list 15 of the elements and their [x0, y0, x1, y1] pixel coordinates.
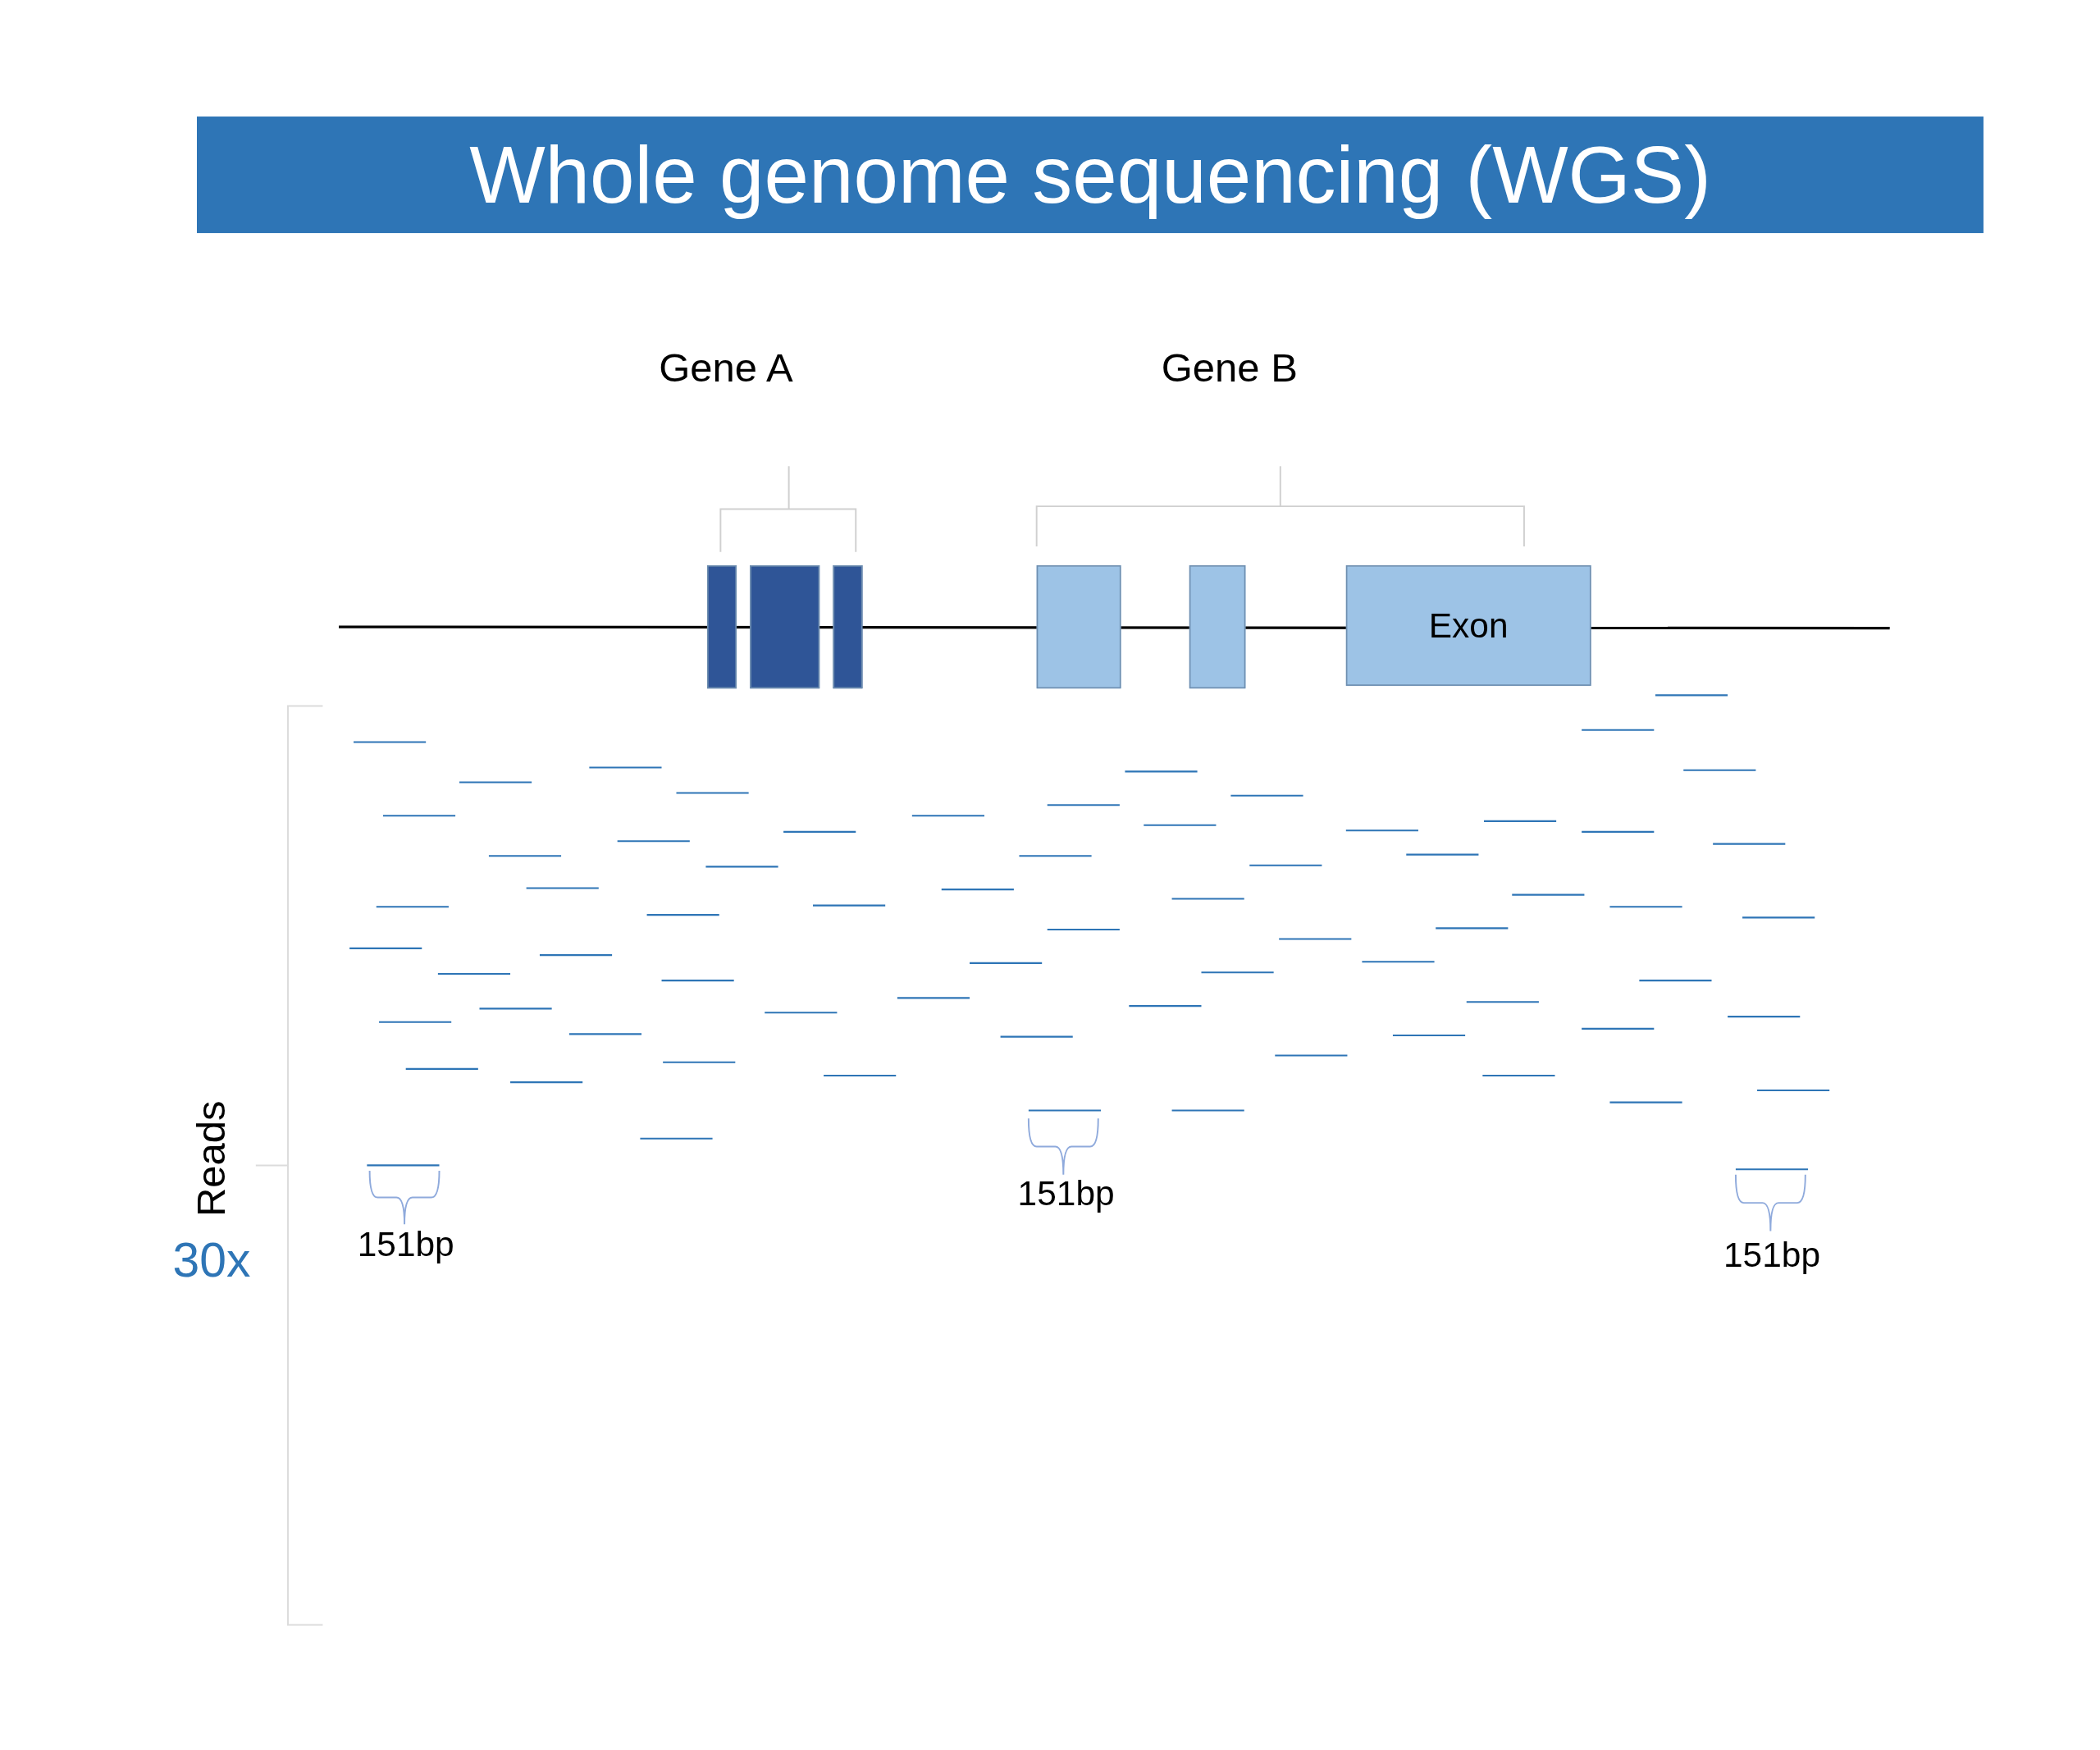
- read-length-label: 151bp: [1723, 1234, 1821, 1277]
- axis-label: Reads: [189, 1100, 235, 1218]
- gene-label: Gene A: [659, 345, 793, 391]
- gene-label: Gene B: [1161, 345, 1298, 391]
- exon-box: [1345, 565, 1591, 686]
- exon-box: [707, 565, 737, 689]
- coverage-value: 30x: [172, 1232, 251, 1289]
- exon-box: [833, 565, 863, 689]
- read-length-label: 151bp: [1017, 1172, 1115, 1214]
- exon-box: [1189, 565, 1246, 689]
- title-banner: Whole genome sequencing (WGS): [197, 117, 1984, 234]
- exon-box: [1036, 565, 1121, 689]
- exon-label: Exon: [1428, 605, 1509, 647]
- exon-box: [750, 565, 820, 689]
- read-length-label: 151bp: [357, 1223, 454, 1266]
